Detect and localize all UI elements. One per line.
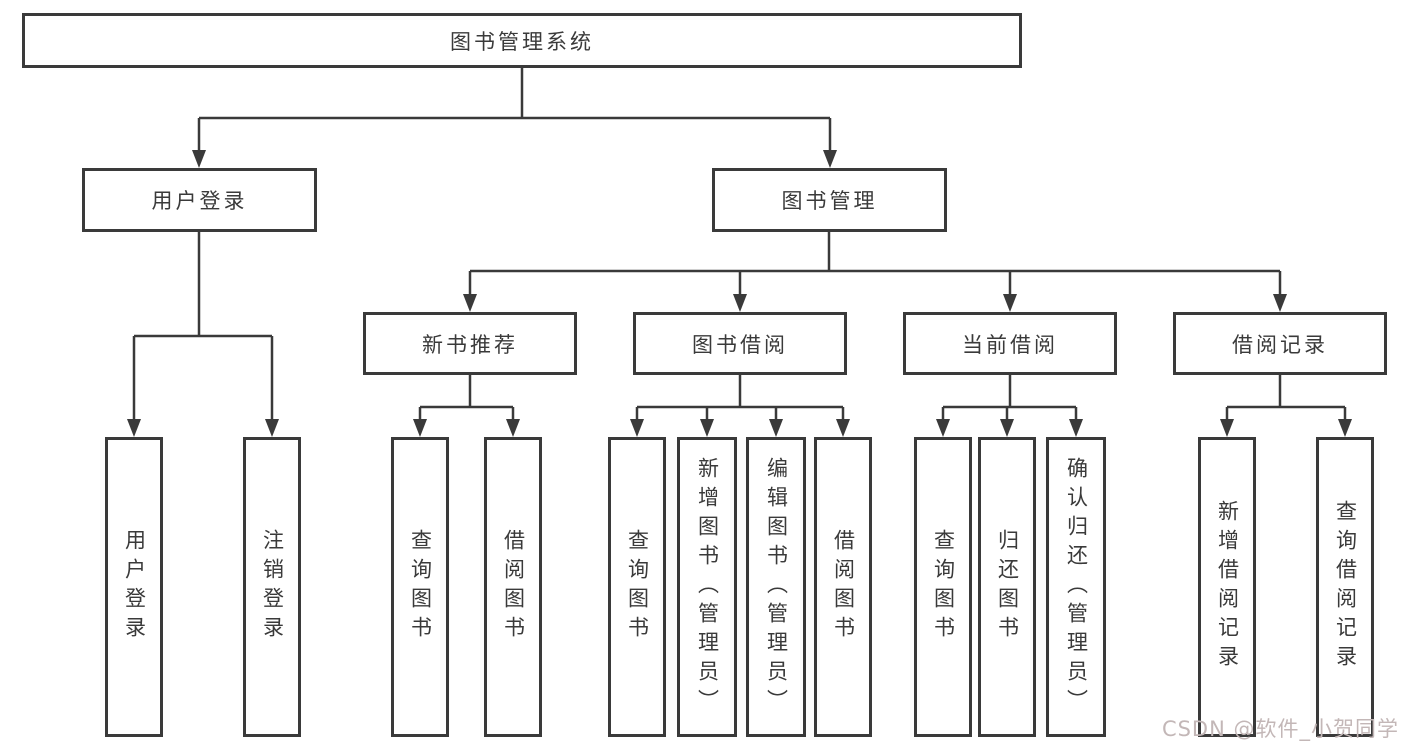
node-label: 图书借阅 (692, 332, 788, 357)
connector-root-to-level2 (197, 68, 832, 152)
leaf-add-book-admin: 新增图书（管理员） (677, 437, 737, 737)
node-label: 新书推荐 (422, 332, 518, 357)
connector-current-borrow-to-leaves (941, 375, 1078, 421)
node-label: 借阅记录 (1232, 332, 1328, 357)
connector-user-login-to-leaves (132, 232, 274, 421)
leaf-query-books-current: 查询图书 (914, 437, 972, 737)
connector-book-management-to-level3 (468, 232, 1282, 296)
leaf-label: 确认归还（管理员） (1064, 456, 1089, 718)
watermark: CSDN @软件_小贺同学 (1161, 717, 1399, 741)
leaf-add-borrow-record: 新增借阅记录 (1198, 437, 1256, 737)
connector-borrow-records-to-leaves (1225, 375, 1347, 421)
node-current-borrow: 当前借阅 (903, 312, 1117, 375)
node-label: 当前借阅 (962, 332, 1058, 357)
node-new-book-recommend: 新书推荐 (363, 312, 577, 375)
leaf-return-book: 归还图书 (978, 437, 1036, 737)
leaf-label: 新增借阅记录 (1215, 500, 1240, 674)
leaf-label: 查询图书 (625, 529, 650, 645)
connector-new-book-recommend-to-leaves (418, 375, 515, 421)
node-book-management: 图书管理 (712, 168, 947, 232)
node-user-login: 用户登录 (82, 168, 317, 232)
leaf-label: 查询图书 (931, 529, 956, 645)
leaf-label: 借阅图书 (501, 529, 526, 645)
arrowheads (127, 150, 1352, 437)
leaf-confirm-return-admin: 确认归还（管理员） (1046, 437, 1106, 737)
leaf-borrow-books-recommend: 借阅图书 (484, 437, 542, 737)
leaf-label: 新增图书（管理员） (695, 456, 720, 718)
node-label: 图书管理系统 (450, 29, 594, 54)
leaf-query-books-recommend: 查询图书 (391, 437, 449, 737)
node-book-borrow: 图书借阅 (633, 312, 847, 375)
node-library-management-system: 图书管理系统 (22, 13, 1022, 68)
leaf-user-login: 用户登录 (105, 437, 163, 737)
leaf-label: 查询图书 (408, 529, 433, 645)
leaf-label: 归还图书 (995, 529, 1020, 645)
leaf-query-books-borrow: 查询图书 (608, 437, 666, 737)
node-borrow-records: 借阅记录 (1173, 312, 1387, 375)
leaf-label: 注销登录 (260, 529, 285, 645)
leaf-logout-login: 注销登录 (243, 437, 301, 737)
node-label: 用户登录 (151, 189, 248, 213)
leaf-label: 查询借阅记录 (1333, 500, 1358, 674)
leaf-label: 借阅图书 (831, 529, 856, 645)
leaf-label: 编辑图书（管理员） (764, 456, 789, 718)
connector-book-borrow-to-leaves (635, 375, 845, 421)
node-label: 图书管理 (781, 189, 878, 213)
leaf-borrow-books: 借阅图书 (814, 437, 872, 737)
leaf-query-borrow-record: 查询借阅记录 (1316, 437, 1374, 737)
leaf-label: 用户登录 (122, 529, 147, 645)
leaf-edit-book-admin: 编辑图书（管理员） (746, 437, 806, 737)
